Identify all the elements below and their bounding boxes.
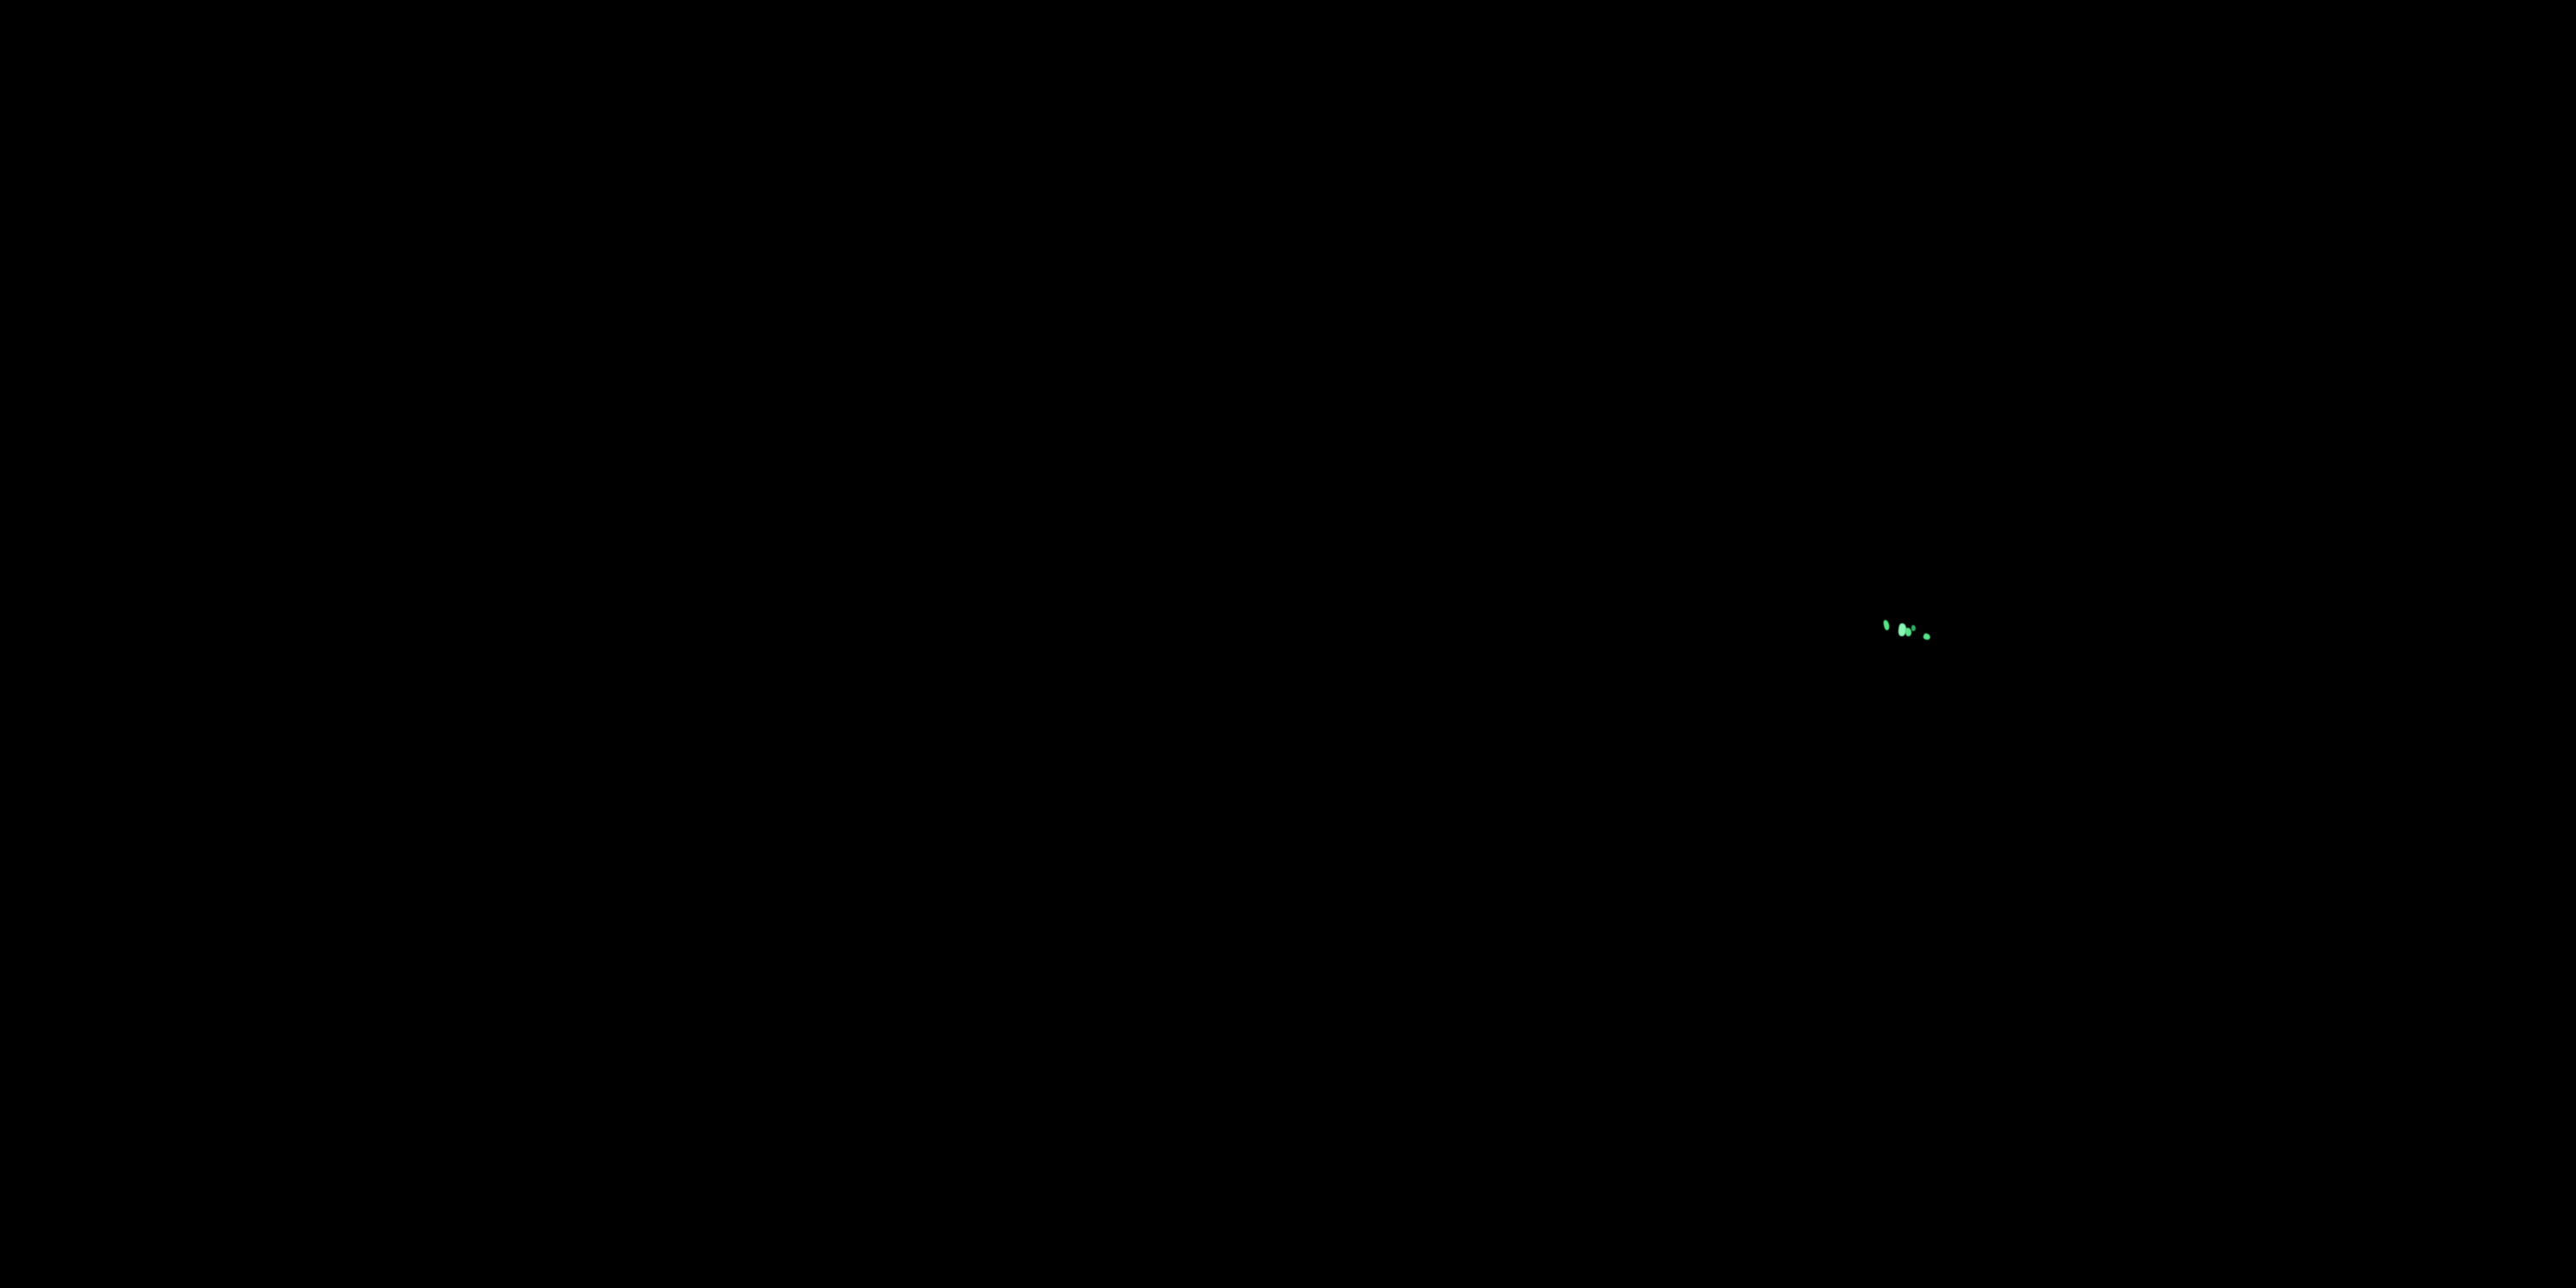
green-glint-sprite xyxy=(1911,625,1916,631)
green-glint-sprite xyxy=(1882,619,1891,631)
green-glint-sprite xyxy=(1923,632,1931,641)
